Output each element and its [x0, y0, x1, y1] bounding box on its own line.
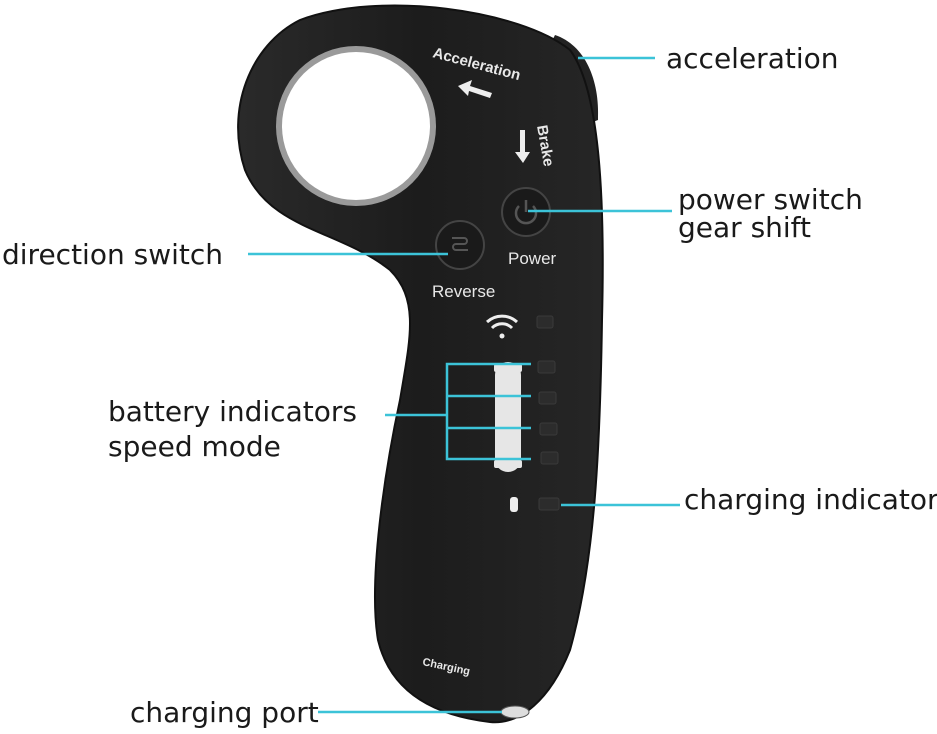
- callout-speed-mode: speed mode: [108, 430, 281, 463]
- callout-charging-port: charging port: [130, 696, 319, 729]
- reverse-button[interactable]: [435, 220, 485, 270]
- callout-charging-indicator: charging indicator: [684, 483, 937, 516]
- acceleration-arrow-icon: [458, 80, 492, 98]
- brake-print: Brake: [533, 124, 557, 168]
- led-indicators: [536, 315, 560, 511]
- battery-icon: [510, 497, 518, 512]
- skateboard-icon: [494, 362, 522, 472]
- callout-power-switch: power switch: [678, 183, 863, 216]
- leader-lines: [248, 56, 680, 714]
- power-print: Power: [508, 249, 557, 268]
- callout-acceleration: acceleration: [666, 42, 839, 75]
- power-button[interactable]: [501, 187, 551, 237]
- charging-port-socket[interactable]: [500, 705, 530, 719]
- reverse-print: Reverse: [432, 282, 495, 301]
- reverse-icon: [452, 237, 468, 251]
- callout-battery-indicators: battery indicators: [108, 395, 357, 428]
- wifi-icon: [485, 314, 519, 339]
- callout-gear-shift: gear shift: [678, 211, 812, 244]
- callout-direction-switch: direction switch: [2, 238, 223, 271]
- brake-arrow-icon: [515, 130, 530, 163]
